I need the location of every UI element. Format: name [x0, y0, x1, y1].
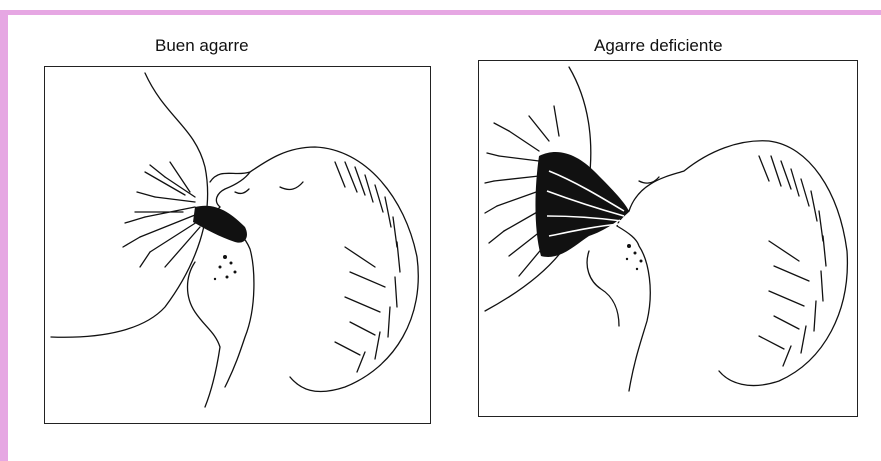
- frame-border-left: [0, 10, 8, 461]
- baby-face: [617, 211, 650, 391]
- good-latch-caption: Buen agarre: [155, 36, 249, 56]
- breast-outline: [51, 73, 208, 337]
- poor-latch-caption: Agarre deficiente: [594, 36, 723, 56]
- baby-head: [629, 141, 847, 386]
- baby-face: [216, 172, 254, 387]
- baby-head: [210, 147, 418, 392]
- frame-border-top: [0, 10, 881, 15]
- poor-latch-illustration: [478, 60, 858, 417]
- poor-latch-drawing: [479, 61, 857, 416]
- good-latch-illustration: [44, 66, 431, 424]
- good-latch-drawing: [45, 67, 430, 423]
